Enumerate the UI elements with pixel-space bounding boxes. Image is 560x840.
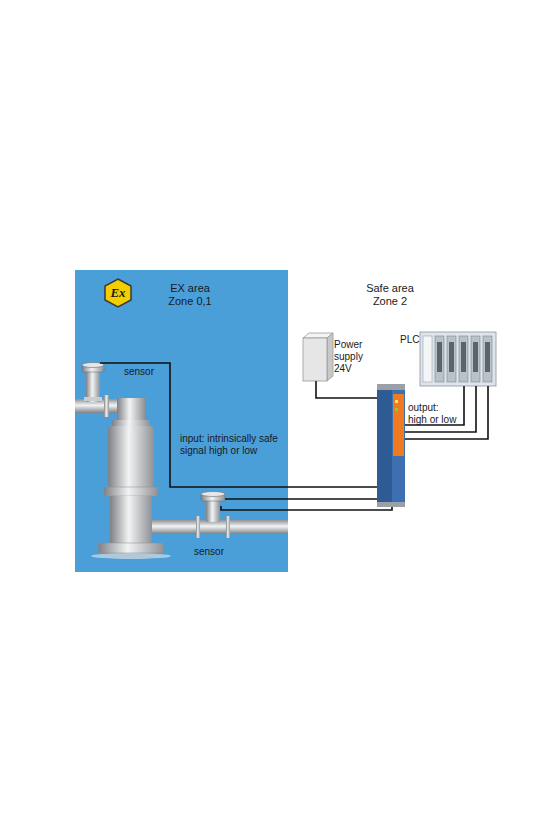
sensor-symbol <box>82 363 104 373</box>
vessel-part <box>104 487 158 496</box>
plc-rack-part <box>447 336 456 382</box>
sensor-label: sensor <box>124 366 154 378</box>
isolator-module-part <box>392 388 405 506</box>
signal-wire-part <box>316 381 377 398</box>
vessel-part <box>112 420 150 426</box>
plc-rack-part <box>483 336 492 382</box>
lower-pipe-part <box>196 516 200 538</box>
isolator-module <box>377 384 405 507</box>
signal-wire-part <box>100 363 377 487</box>
upper-pipe-part <box>104 395 109 417</box>
plc-rack-part <box>485 342 490 372</box>
hazard-zone-band: EX area Zone 0,1 <box>75 270 288 572</box>
vessel-part <box>108 426 154 488</box>
plc-rack-part <box>471 336 480 382</box>
power-supply-unit <box>303 333 333 381</box>
ex-symbol <box>105 279 131 307</box>
plc-rack-part <box>435 336 444 382</box>
plc-rack-part <box>473 342 478 372</box>
sensor-label: sensor <box>124 366 154 378</box>
signal-wire-part <box>225 498 377 500</box>
isolator-module-part <box>395 400 398 403</box>
lower-pipe-part <box>206 500 220 522</box>
isolator-module-part <box>377 502 405 507</box>
sensor-symbol-part <box>201 492 225 497</box>
plc-rack-part <box>449 342 454 372</box>
signal-wire-part <box>405 386 488 439</box>
vessel-part <box>91 553 171 559</box>
lower-pipe <box>152 500 288 538</box>
device-label: PLC <box>400 334 419 346</box>
ex-mark: Ex <box>110 285 125 301</box>
zone-title: Safe area Zone 2 <box>360 282 420 308</box>
plc-rack-part <box>420 332 496 386</box>
hazard-zone-band-fill <box>75 270 288 572</box>
signal-wire-part <box>405 386 464 425</box>
zone-title: Safe area Zone 2 <box>360 282 420 308</box>
isolator-module-part <box>377 388 392 506</box>
device-label: Power supply 24V <box>334 339 374 375</box>
plc-rack-part <box>461 342 466 372</box>
lower-pipe-part <box>152 520 288 534</box>
isolator-module-part <box>395 408 398 411</box>
upper-pipe-part <box>84 397 102 401</box>
signal-wire <box>100 363 488 510</box>
signal-note: input: intrinsically safe signal high or… <box>180 433 286 457</box>
zone-title: EX area Zone 0,1 <box>160 282 220 308</box>
ex-mark: Ex <box>110 285 125 301</box>
plc-rack-part <box>459 336 468 382</box>
isolator-module-part <box>393 394 404 456</box>
signal-note: output: high or low <box>408 402 460 426</box>
vessel-part <box>98 543 164 553</box>
signal-wire-part <box>221 506 392 510</box>
lower-pipe-part <box>226 516 230 538</box>
sensor-label: sensor <box>194 546 224 558</box>
power-supply-unit-part <box>303 338 327 381</box>
plc-rack-part <box>423 336 432 382</box>
isolator-module-part <box>377 384 405 390</box>
power-supply-unit-part <box>327 333 333 381</box>
signal-wire-part <box>405 386 476 432</box>
ex-symbol-part <box>105 279 131 307</box>
signal-note: output: high or low <box>408 402 460 426</box>
vessel-part <box>110 496 152 544</box>
device-label: PLC <box>400 334 419 346</box>
signal-note: input: intrinsically safe signal high or… <box>180 433 286 457</box>
upper-pipe <box>75 372 117 417</box>
plc-rack-part <box>437 342 442 372</box>
sensor-symbol <box>201 492 225 502</box>
plc-rack <box>420 332 496 386</box>
device-label: Power supply 24V <box>334 339 374 375</box>
vessel <box>91 398 171 559</box>
sensor-label: sensor <box>194 546 224 558</box>
